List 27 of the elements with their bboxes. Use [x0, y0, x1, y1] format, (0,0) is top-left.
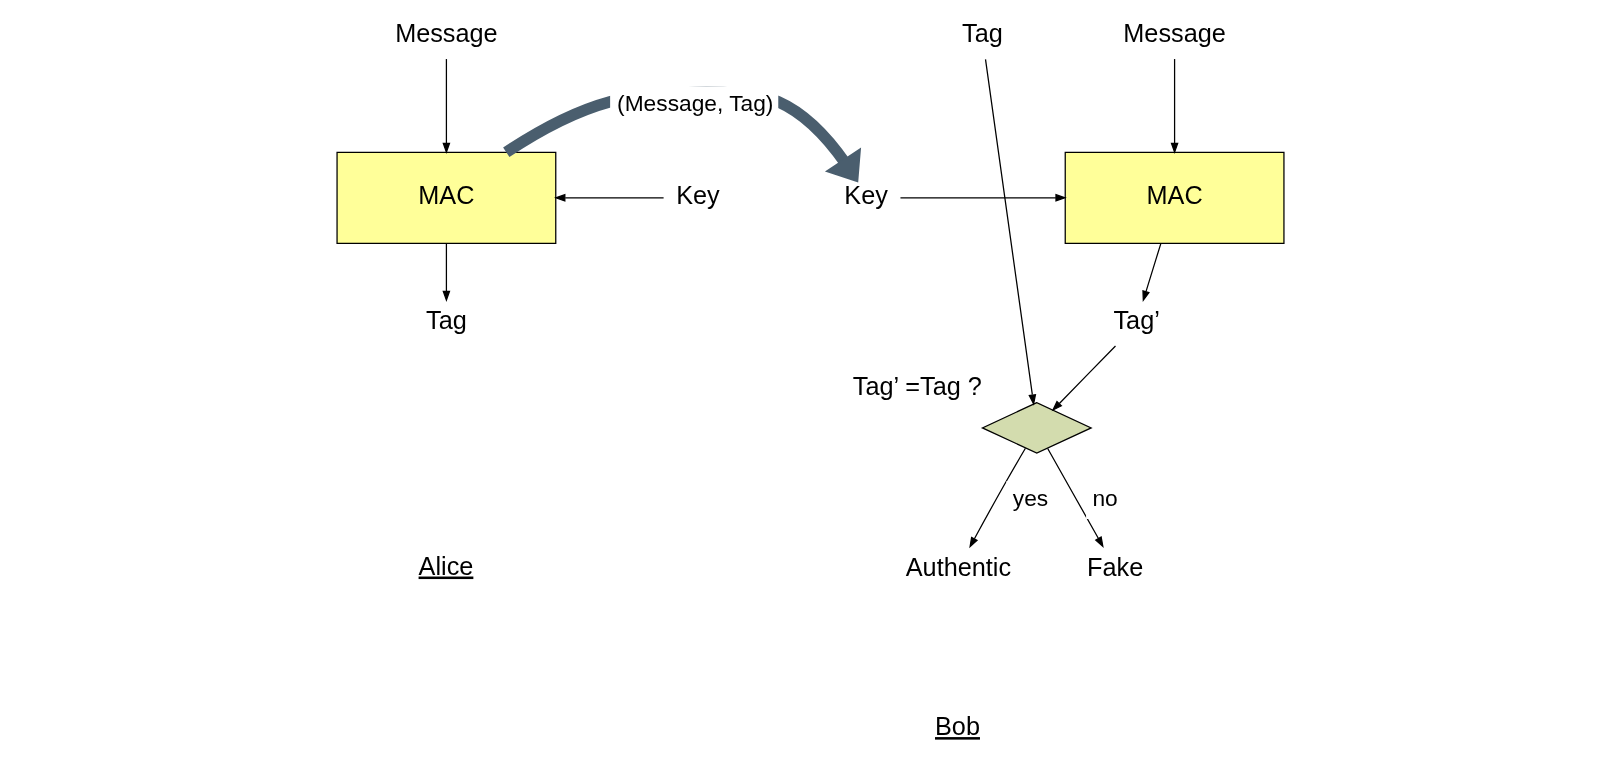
edge-label: (Message, Tag)	[617, 90, 774, 117]
arrow	[442, 58, 451, 155]
edge-label: yes	[1012, 484, 1049, 511]
arrow	[442, 242, 451, 303]
node-label: Tag’ =Tag ?	[852, 372, 982, 401]
node-text: Authentic	[905, 552, 1012, 581]
label: Alice	[418, 551, 474, 580]
node-text: Tag’	[1113, 306, 1160, 335]
arrow	[899, 193, 1067, 202]
arrow	[554, 193, 665, 202]
arrow	[1170, 58, 1179, 155]
node-text: Message	[1123, 19, 1226, 48]
arrow	[969, 447, 1027, 549]
node-text: Tag	[426, 306, 467, 335]
node-text: Key	[844, 181, 888, 210]
node-text: Message	[395, 19, 498, 48]
node-box: MAC	[1064, 151, 1285, 244]
arrow	[984, 58, 1037, 406]
arrow	[1142, 242, 1162, 302]
node-text: Key	[676, 181, 720, 210]
node-text: Tag	[962, 19, 1003, 48]
node-text: Fake	[1087, 552, 1144, 581]
node-box: MAC	[336, 151, 557, 244]
arrow	[1047, 447, 1104, 548]
edge-label: no	[1092, 484, 1118, 511]
arrow	[1051, 345, 1117, 412]
label: Bob	[935, 712, 980, 741]
